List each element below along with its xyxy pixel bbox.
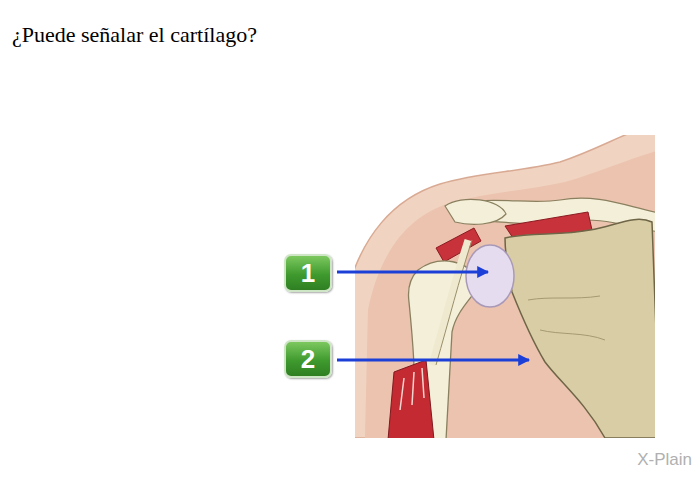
callout-box: 1 bbox=[284, 254, 332, 292]
watermark: X-Plain bbox=[637, 450, 692, 470]
question-title: ¿Puede señalar el cartílago? bbox=[12, 22, 257, 48]
callout-number: 2 bbox=[301, 346, 315, 372]
pointer-arrow bbox=[337, 271, 488, 274]
callout-box: 2 bbox=[284, 340, 332, 378]
cartilage bbox=[466, 245, 514, 307]
acromion bbox=[445, 199, 506, 224]
tendon bbox=[432, 240, 468, 365]
callout-number: 1 bbox=[301, 260, 315, 286]
biceps-muscle bbox=[388, 360, 434, 438]
scapula bbox=[505, 219, 655, 438]
muscle-fibers bbox=[400, 368, 424, 410]
tendon-edge bbox=[436, 240, 472, 365]
skin-inner bbox=[365, 150, 655, 438]
skin bbox=[355, 135, 655, 438]
pointer-arrow bbox=[337, 359, 529, 362]
scapula-ridge bbox=[528, 296, 605, 340]
